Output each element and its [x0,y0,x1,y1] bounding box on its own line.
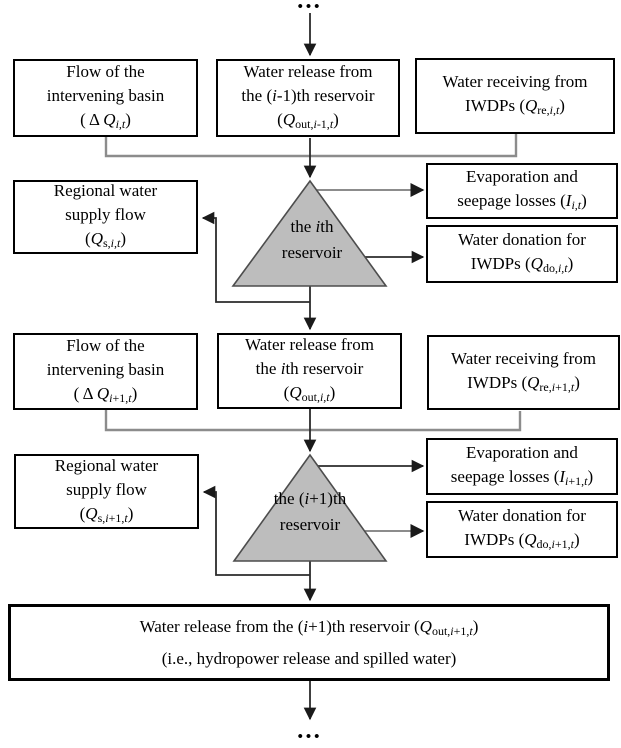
merge-rail-row2 [104,410,522,432]
merge-rail-row1 [104,134,518,158]
arrow-supply-2 [202,485,310,576]
reservoir-i-triangle [231,179,388,287]
arrow-supply-1 [201,211,310,303]
node-water-release-final: Water release from the (i+1)th reservoir… [8,604,610,681]
reservoir-i1-triangle [232,453,388,562]
ellipsis-top: ••• [297,0,323,15]
ellipsis-bottom: ••• [297,729,323,745]
